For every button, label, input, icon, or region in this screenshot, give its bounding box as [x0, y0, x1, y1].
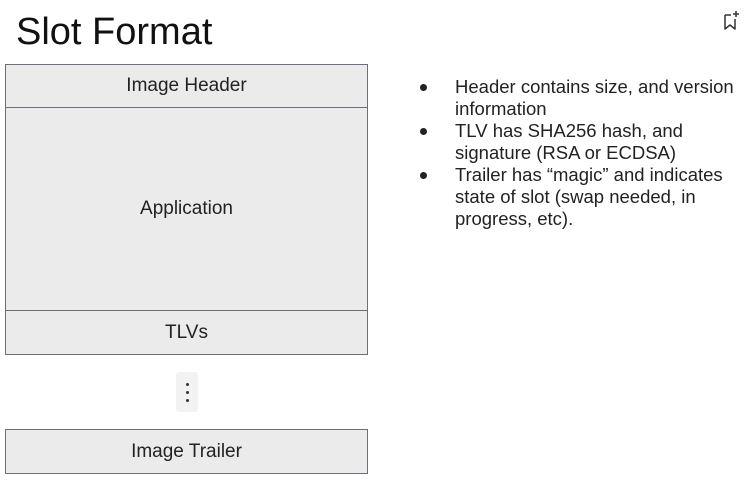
tlvs-label: TLVs — [165, 321, 208, 343]
application-label: Application — [140, 198, 233, 219]
vertical-ellipsis-icon — [176, 372, 198, 412]
image-header-box: Image Header — [5, 64, 368, 108]
bullet-trailer: Trailer has “magic” and indicates state … — [415, 164, 750, 230]
description-list: Header contains size, and version inform… — [415, 76, 750, 230]
page-title: Slot Format — [16, 11, 213, 53]
image-trailer-label: Image Trailer — [131, 440, 242, 462]
bullet-header: Header contains size, and version inform… — [415, 76, 750, 120]
image-trailer-box: Image Trailer — [5, 429, 368, 474]
tlvs-box: TLVs — [5, 310, 368, 355]
bookmark-add-icon[interactable] — [722, 10, 740, 32]
image-header-label: Image Header — [126, 75, 247, 96]
bullet-tlv: TLV has SHA256 hash, and signature (RSA … — [415, 120, 750, 164]
application-box: Application — [5, 107, 368, 311]
